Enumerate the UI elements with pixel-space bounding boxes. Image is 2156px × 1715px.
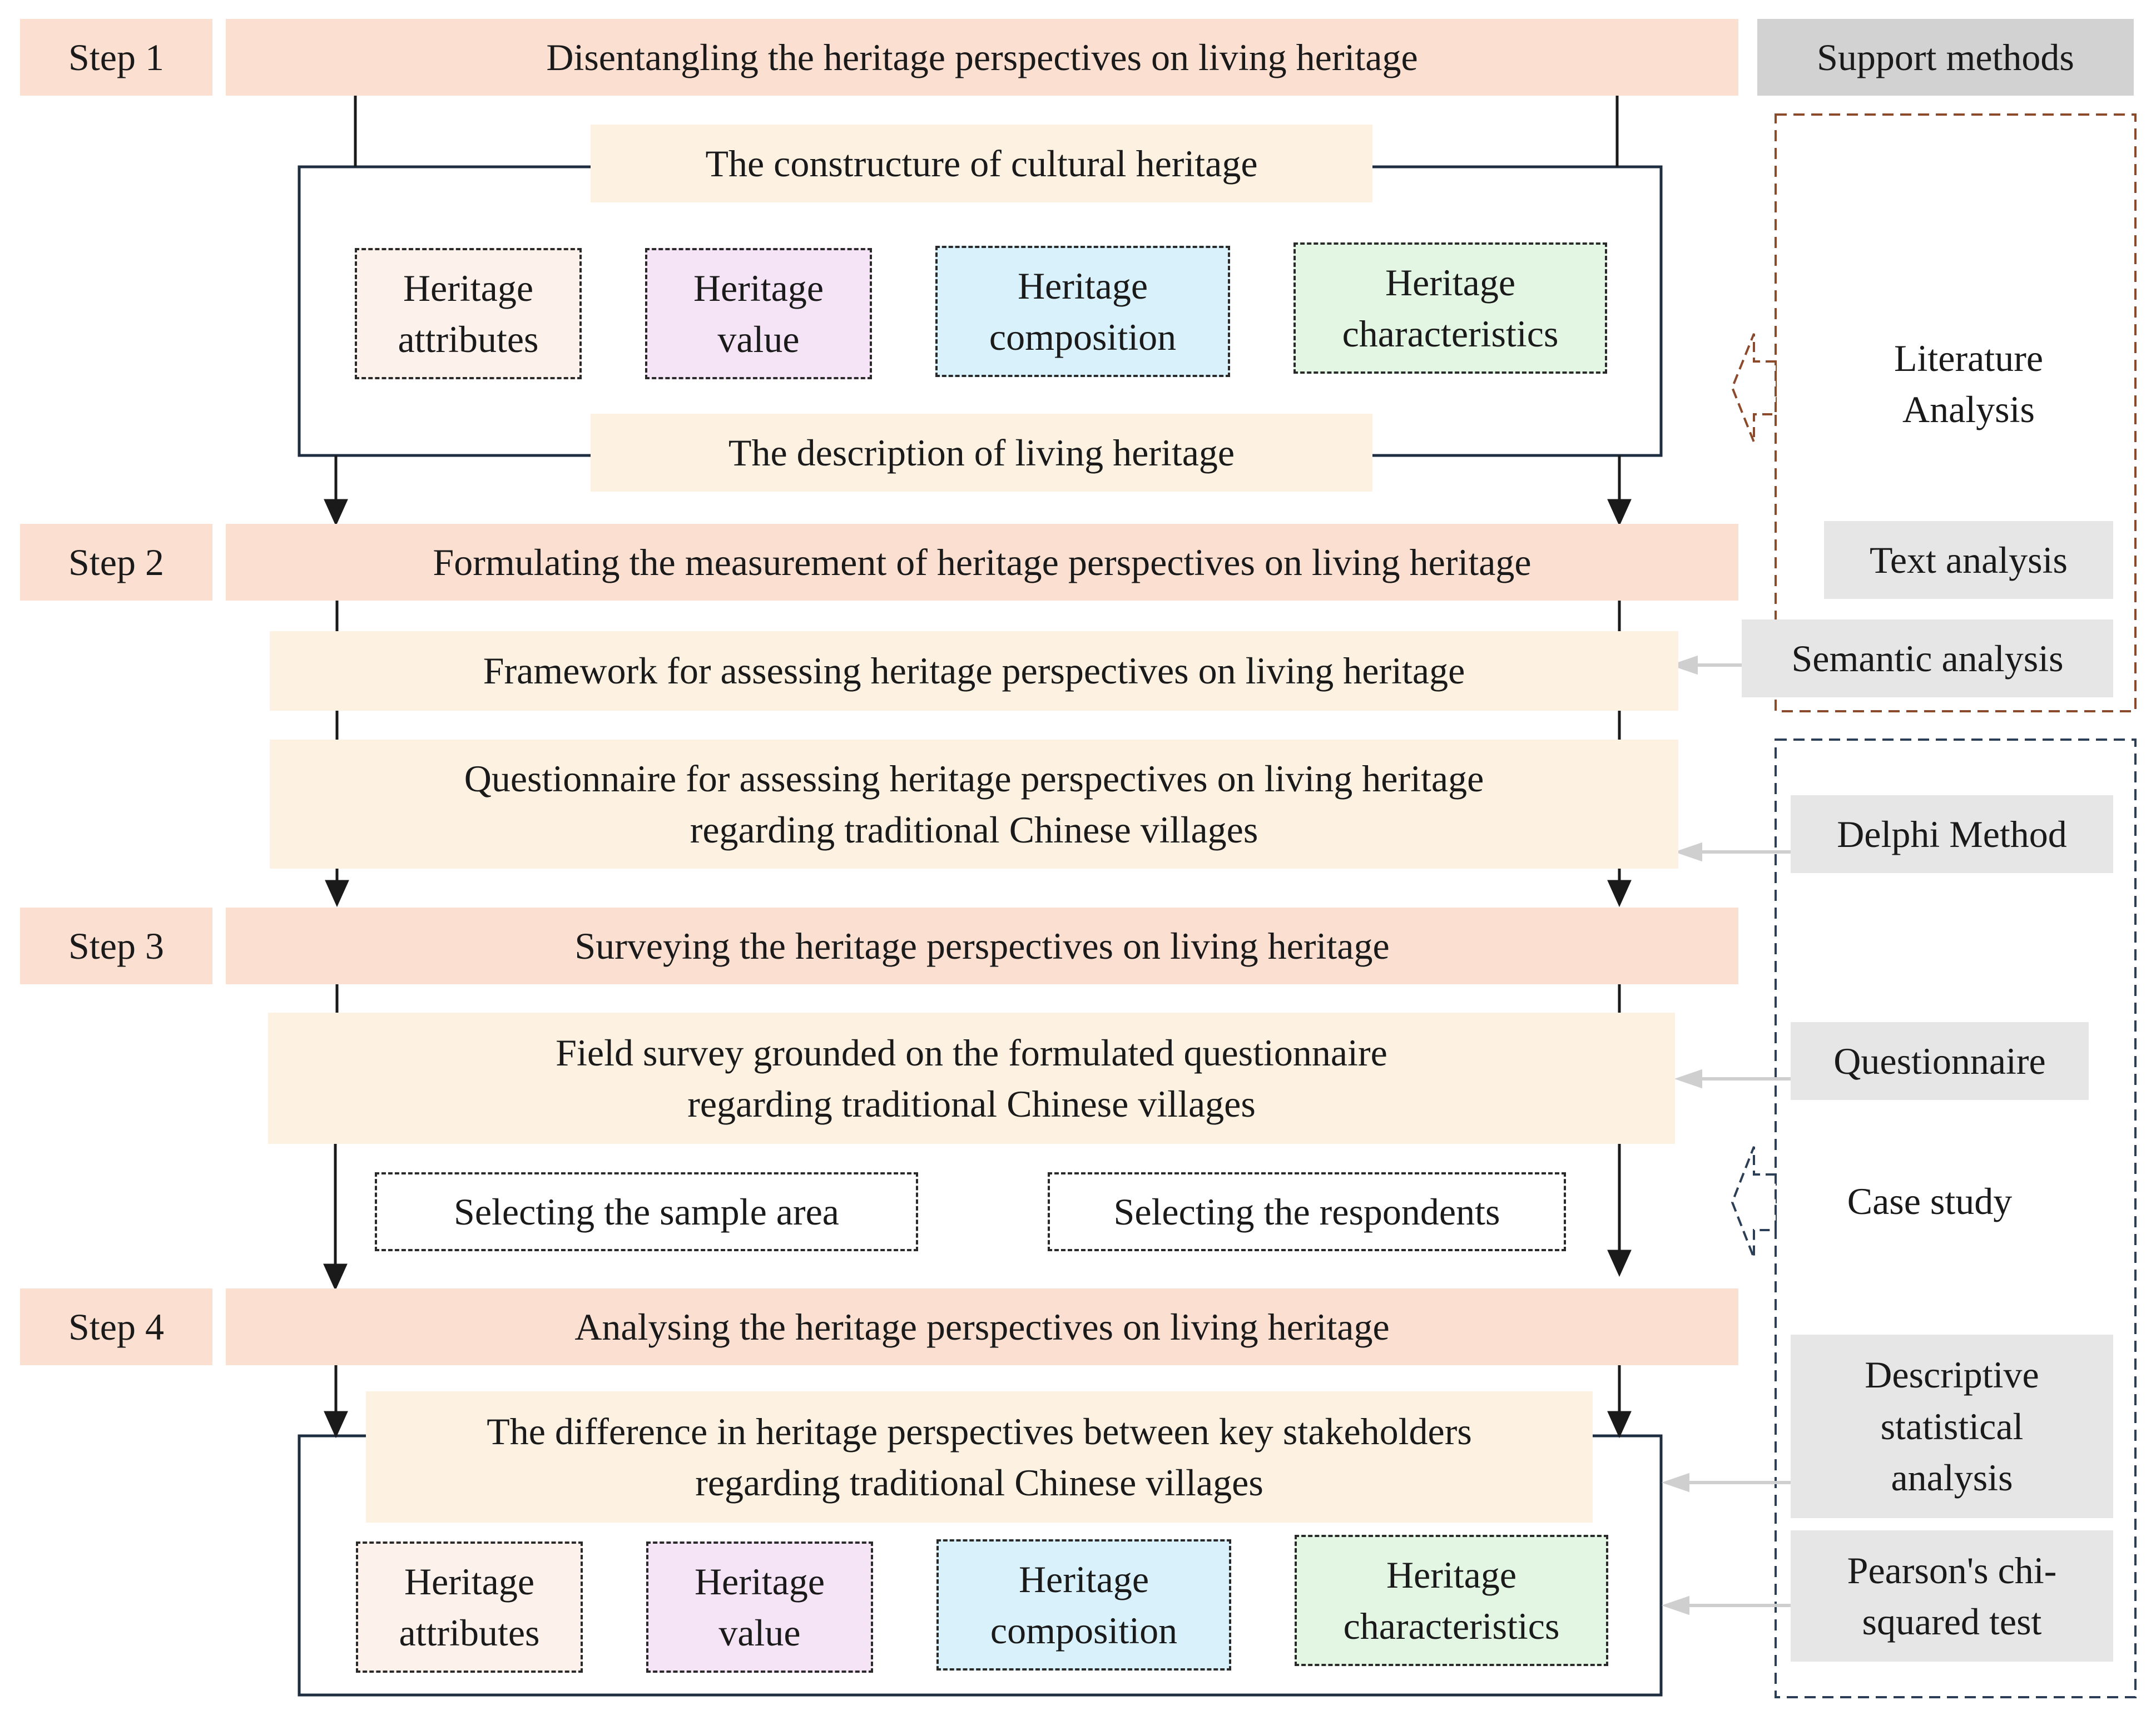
step4-frame: [298, 1434, 1663, 1697]
step-2-title: Formulating the measurement of heritage …: [226, 524, 1738, 601]
step-1-label: Step 1: [20, 19, 212, 96]
step1-frame: [298, 165, 591, 457]
case-study-method: Case study: [1847, 1179, 2013, 1222]
step-3-title: Surveying the heritage perspectives on l…: [226, 908, 1738, 984]
step4-heritage-composition: Heritage composition: [936, 1539, 1231, 1671]
step1-frame-right: [1372, 165, 1663, 457]
step-4-label: Step 4: [20, 1288, 212, 1365]
pearson-chi-squared-test-method: Pearson's chi- squared test: [1791, 1530, 2113, 1662]
step-2-label: Step 2: [20, 524, 212, 601]
case-study-hollow-arrow: [1731, 1146, 1777, 1258]
text-analysis-method: Text analysis: [1824, 521, 2113, 599]
construct-of-cultural-heritage: The constructure of cultural heritage: [591, 125, 1372, 202]
questionnaire-box: Questionnaire for assessing heritage per…: [270, 740, 1678, 869]
method-arrows: [1661, 655, 1791, 1615]
literature-methods-group: [1775, 113, 2137, 712]
step4-heritage-attributes: Heritage attributes: [356, 1541, 583, 1673]
step-1-title: Disentangling the heritage perspectives …: [226, 19, 1738, 96]
support-methods-header: Support methods: [1757, 19, 2134, 96]
selecting-respondents: Selecting the respondents: [1048, 1172, 1566, 1251]
step4-heritage-value: Heritage value: [646, 1541, 873, 1673]
selecting-sample-area: Selecting the sample area: [375, 1172, 918, 1251]
flow-arrows: [323, 455, 1632, 1439]
step-3-label: Step 3: [20, 908, 212, 984]
questionnaire-method: Questionnaire: [1791, 1022, 2089, 1100]
description-of-living-heritage: The description of living heritage: [591, 414, 1372, 492]
step1-heritage-composition: Heritage composition: [935, 246, 1230, 377]
descriptive-statistical-analysis-method: Descriptive statistical analysis: [1791, 1335, 2113, 1518]
step1-heritage-characteristics: Heritage characteristics: [1293, 242, 1607, 374]
framework-box: Framework for assessing heritage perspec…: [270, 631, 1678, 711]
step1-heritage-value: Heritage value: [645, 248, 872, 379]
step-4-title: Analysing the heritage perspectives on l…: [226, 1288, 1738, 1365]
delphi-method: Delphi Method: [1791, 795, 2113, 873]
semantic-analysis-method: Semantic analysis: [1742, 619, 2113, 697]
field-survey-box: Field survey grounded on the formulated …: [268, 1013, 1675, 1144]
literature-hollow-arrow: [1731, 333, 1777, 443]
stakeholder-difference-box: The difference in heritage perspectives …: [366, 1391, 1593, 1523]
step1-heritage-attributes: Heritage attributes: [355, 248, 582, 379]
literature-analysis-method: Literature Analysis: [1894, 336, 2044, 430]
step4-heritage-characteristics: Heritage characteristics: [1295, 1535, 1608, 1666]
